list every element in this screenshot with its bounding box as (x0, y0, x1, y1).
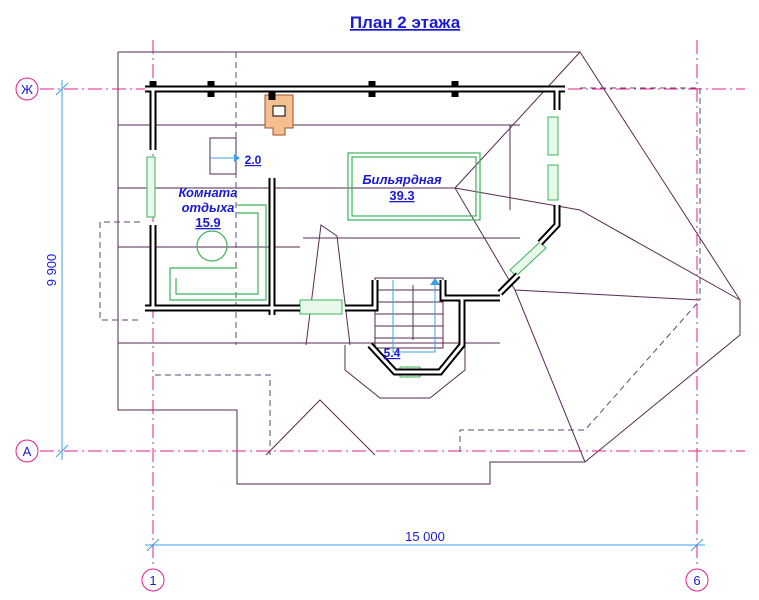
axis-marker-6: 6 (685, 568, 709, 592)
axis-marker-a: А (15, 439, 39, 463)
svg-text:Ж: Ж (21, 82, 33, 97)
round-table (196, 230, 228, 262)
svg-text:15 000: 15 000 (405, 529, 445, 544)
svg-text:1: 1 (149, 573, 156, 588)
svg-text:39.3: 39.3 (389, 188, 414, 203)
svg-text:А: А (23, 444, 32, 459)
svg-text:6: 6 (693, 573, 700, 588)
room-label-rest-room: Комната отдыха 15.9 (179, 185, 238, 230)
dimension-height: 9 900 (44, 80, 69, 460)
axis-marker-1: 1 (141, 568, 165, 592)
axis-marker-zh: Ж (15, 77, 39, 101)
hidden-lines (99, 52, 701, 455)
svg-text:Бильярдная: Бильярдная (362, 172, 442, 187)
plan-title: План 2 этажа (350, 13, 461, 32)
room-label-hall: 2.0 (245, 153, 262, 167)
chimney (264, 94, 294, 136)
room-label-billiard: Бильярдная 39.3 (362, 172, 442, 203)
billiard-table (347, 152, 481, 221)
svg-text:15.9: 15.9 (195, 215, 220, 230)
walls (145, 81, 565, 376)
main-stairs (374, 277, 444, 353)
stairs-small (209, 137, 240, 175)
svg-text:Комната: Комната (179, 185, 238, 200)
dimension-width: 15 000 (145, 529, 705, 552)
sofa (169, 204, 267, 301)
roof-outline (117, 51, 741, 485)
room-label-stair: 5.4 (384, 346, 401, 360)
svg-text:9 900: 9 900 (44, 254, 59, 287)
windows (146, 116, 559, 378)
svg-text:отдыха: отдыха (182, 200, 235, 215)
